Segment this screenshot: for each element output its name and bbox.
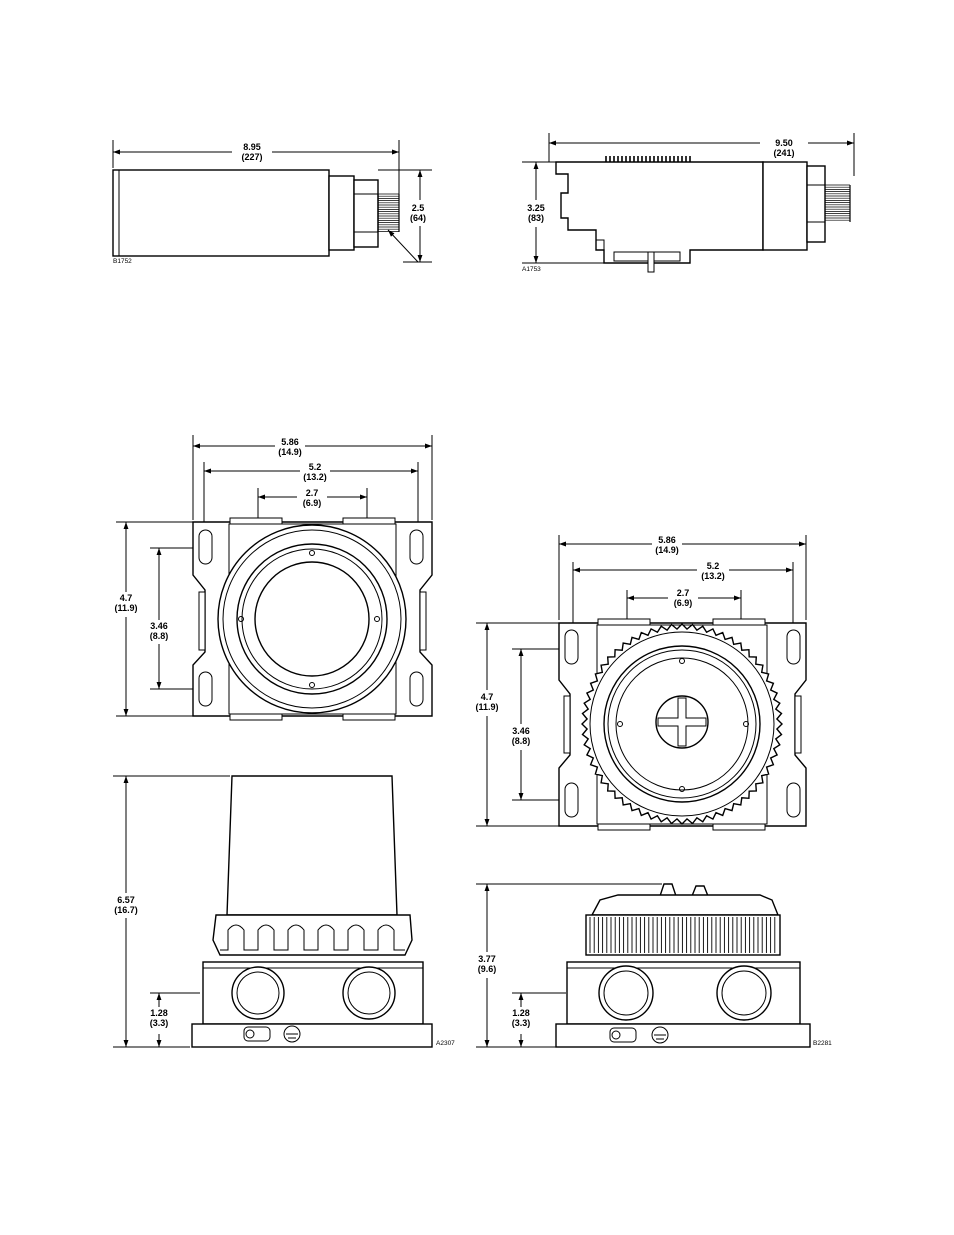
dim-port-height-value: 1.28	[150, 1008, 168, 1018]
dim-boss-spacing-value: 2.7	[306, 488, 319, 498]
dim-total-height-metric: (9.6)	[478, 964, 497, 974]
figure-b2281-top-view: 5.86 (14.9) 5.2 (13.2) 2.7 (6.9) 4.7 (11…	[475, 535, 806, 830]
figure-b2281-side-view: 3.77 (9.6) 1.28 (3.3) B2281	[476, 884, 832, 1047]
dim-total-height-metric: (16.7)	[114, 905, 138, 915]
dim-overall-width-metric: (14.9)	[278, 447, 302, 457]
dim-mount-height-metric: (8.8)	[512, 736, 531, 746]
dim-mount-width-metric: (13.2)	[701, 571, 725, 581]
dim-boss-spacing-metric: (6.9)	[303, 498, 322, 508]
figure-code: A1753	[522, 266, 541, 273]
figure-a2307-side-view: 6.57 (16.7) 1.28 (3.3) A2307	[113, 776, 455, 1047]
dim-port-height-value: 1.28	[512, 1008, 530, 1018]
figure-b1752-sensor-side-view: 8.95 (227) 2.5 (64) B1752	[113, 140, 432, 265]
dim-overall-width-value: 5.86	[658, 535, 676, 545]
dim-diameter-metric: (64)	[410, 213, 426, 223]
figure-a2307-top-view: 5.86 (14.9) 5.2 (13.2) 2.7 (6.9) 4.7 (11…	[114, 435, 432, 720]
dim-total-height-value: 6.57	[117, 895, 135, 905]
dim-height-value: 3.25	[527, 203, 545, 213]
dim-overall-width-value: 5.86	[281, 437, 299, 447]
dim-length-value: 8.95	[243, 142, 261, 152]
dim-height-metric: (83)	[528, 213, 544, 223]
dim-total-height-value: 3.77	[478, 954, 496, 964]
figure-a1753-transmitter-side-view: 9.50 (241) 3.25 (83) A1753	[522, 133, 854, 273]
dim-port-height-metric: (3.3)	[150, 1018, 169, 1028]
dim-overall-height-metric: (11.9)	[475, 702, 498, 712]
dim-mount-width-metric: (13.2)	[303, 472, 327, 482]
figure-code: A2307	[436, 1040, 455, 1047]
dim-length-value: 9.50	[775, 138, 793, 148]
dim-mount-height-value: 3.46	[512, 726, 530, 736]
dim-diameter-value: 2.5	[412, 203, 425, 213]
dim-length-metric: (227)	[241, 152, 262, 162]
figure-code: B2281	[813, 1040, 832, 1047]
dim-overall-height-metric: (11.9)	[114, 603, 137, 613]
dim-length-metric: (241)	[773, 148, 794, 158]
dim-overall-height-value: 4.7	[481, 692, 494, 702]
figure-code: B1752	[113, 258, 132, 265]
dim-mount-width-value: 5.2	[309, 462, 322, 472]
dim-mount-height-metric: (8.8)	[150, 631, 169, 641]
dim-mount-height-value: 3.46	[150, 621, 168, 631]
dim-overall-height-value: 4.7	[120, 593, 133, 603]
dim-mount-width-value: 5.2	[707, 561, 720, 571]
dim-boss-spacing-metric: (6.9)	[674, 598, 693, 608]
dim-port-height-metric: (3.3)	[512, 1018, 531, 1028]
dim-boss-spacing-value: 2.7	[677, 588, 690, 598]
dim-overall-width-metric: (14.9)	[655, 545, 679, 555]
